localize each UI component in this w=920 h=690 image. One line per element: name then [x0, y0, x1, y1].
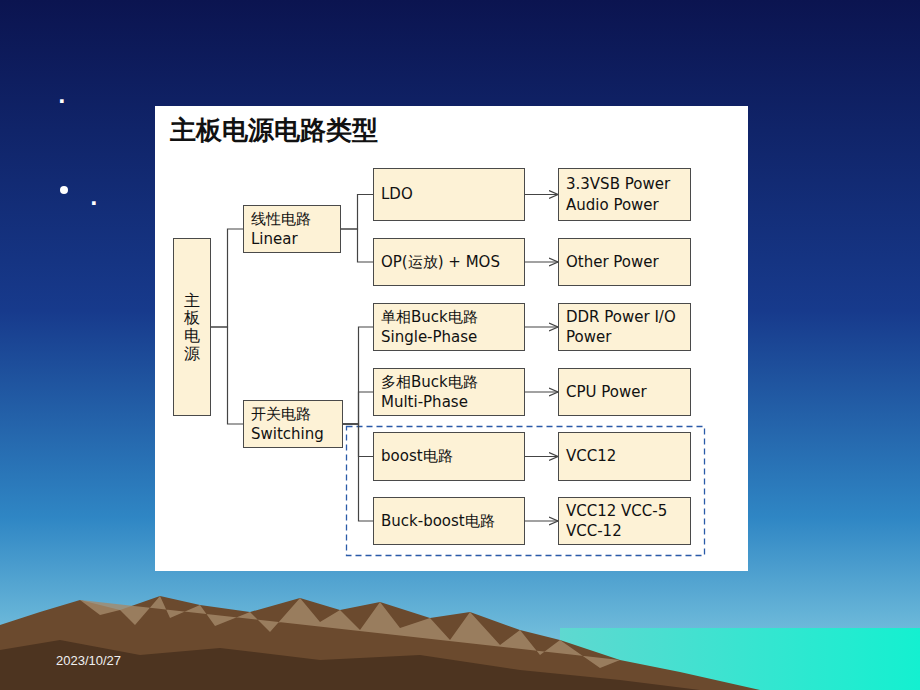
- tree-line: [343, 392, 373, 424]
- arrow: [525, 261, 558, 262]
- box-text: 3.3VSB Power Audio Power: [566, 174, 683, 215]
- box-text: 多相Buck电路 Multi-Phase: [381, 372, 517, 413]
- box-text: Other Power: [566, 252, 659, 272]
- tree-line: [341, 229, 373, 262]
- process-box: Other Power: [558, 238, 691, 286]
- bullet-text: .: [58, 84, 66, 108]
- tree-line: [343, 424, 373, 457]
- box-text: DDR Power I/O Power: [566, 307, 683, 348]
- tree-line: [343, 327, 373, 424]
- process-box: 单相Buck电路 Single-Phase: [373, 303, 525, 351]
- process-box: CPU Power: [558, 368, 691, 416]
- box-text: Buck-boost电路: [381, 511, 495, 531]
- arrow: [525, 391, 558, 392]
- process-box: Buck-boost电路: [373, 497, 525, 545]
- box-text: 单相Buck电路 Single-Phase: [381, 307, 517, 348]
- process-box: DDR Power I/O Power: [558, 303, 691, 351]
- process-box: boost电路: [373, 432, 525, 481]
- tree-line: [341, 195, 373, 230]
- box-text: 主板电源: [184, 292, 200, 362]
- arrow: [525, 456, 558, 457]
- arrow: [525, 326, 558, 327]
- process-box: VCC12: [558, 432, 691, 481]
- process-box: 多相Buck电路 Multi-Phase: [373, 368, 525, 416]
- box-text: VCC12: [566, 446, 616, 466]
- arrow: [525, 520, 558, 521]
- tree-line: [211, 327, 243, 424]
- box-text: boost电路: [381, 446, 453, 466]
- tree-line: [211, 229, 243, 327]
- process-box: OP(运放) + MOS: [373, 238, 525, 286]
- process-box: VCC12 VCC-5 VCC-12: [558, 497, 691, 545]
- bullet-text: .: [90, 186, 98, 210]
- root-box: 主板电源: [173, 238, 211, 416]
- box-text: VCC12 VCC-5 VCC-12: [566, 501, 683, 542]
- process-box: 开关电路 Switching: [243, 400, 343, 448]
- slide-date: 2023/10/27: [56, 653, 121, 668]
- arrow: [525, 194, 558, 195]
- tree-line: [343, 424, 373, 521]
- process-box: 3.3VSB Power Audio Power: [558, 168, 691, 221]
- box-text: 开关电路 Switching: [251, 404, 335, 445]
- box-text: 线性电路 Linear: [251, 209, 333, 250]
- process-box: LDO: [373, 168, 525, 221]
- bullet-dot: [60, 186, 68, 194]
- process-box: 线性电路 Linear: [243, 205, 341, 253]
- box-text: LDO: [381, 184, 413, 204]
- diagram-title: 主板电源电路类型: [170, 113, 378, 148]
- box-text: CPU Power: [566, 382, 647, 402]
- box-text: OP(运放) + MOS: [381, 252, 500, 272]
